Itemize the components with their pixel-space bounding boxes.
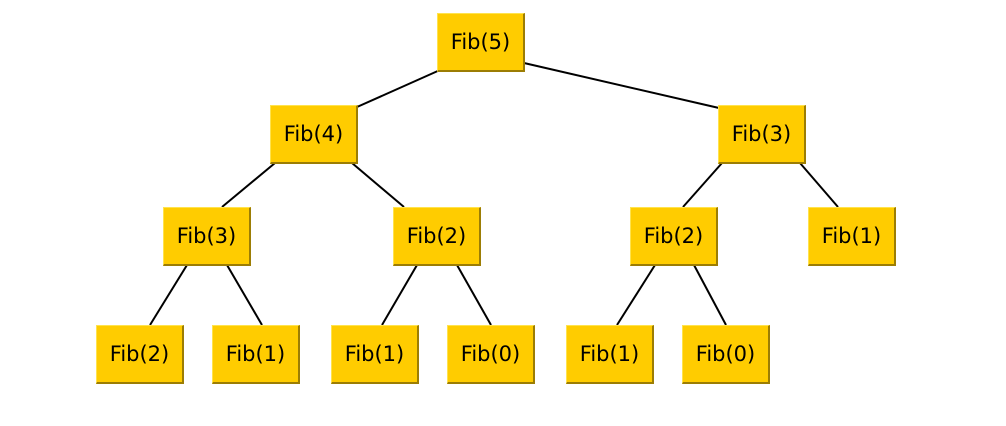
tree-node[interactable]: Fib(1) (808, 207, 896, 266)
tree-node[interactable]: Fib(2) (96, 325, 184, 384)
tree-node[interactable]: Fib(5) (437, 13, 525, 72)
tree-node[interactable]: Fib(1) (566, 325, 654, 384)
tree-edge (226, 264, 263, 326)
tree-edge (221, 162, 276, 208)
tree-edge (682, 162, 723, 208)
tree-edge (799, 162, 839, 208)
tree-edge (456, 264, 492, 326)
tree-node[interactable]: Fib(1) (212, 325, 300, 384)
tree-edge (693, 264, 727, 326)
tree-node[interactable]: Fib(3) (163, 207, 251, 266)
tree-node[interactable]: Fib(4) (270, 105, 358, 164)
tree-edge (523, 62, 720, 109)
tree-edge (351, 162, 405, 208)
tree-node[interactable]: Fib(2) (630, 207, 718, 266)
tree-node[interactable]: Fib(0) (447, 325, 535, 384)
tree-edge (356, 69, 441, 108)
tree-edge (381, 264, 418, 326)
tree-node[interactable]: Fib(3) (718, 105, 806, 164)
tree-node[interactable]: Fib(0) (682, 325, 770, 384)
tree-node[interactable]: Fib(2) (393, 207, 481, 266)
tree-edge (149, 264, 188, 326)
tree-node[interactable]: Fib(1) (331, 325, 419, 384)
tree-edge (616, 264, 656, 326)
